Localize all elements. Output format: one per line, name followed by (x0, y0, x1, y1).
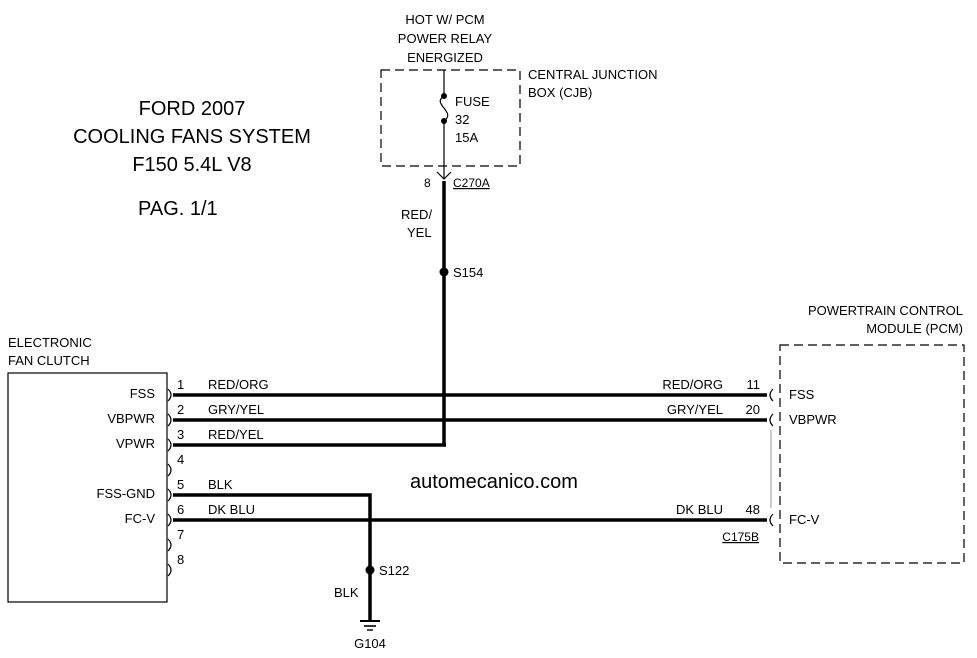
pin-number-4: 4 (177, 452, 184, 467)
wire-blk-fss-gnd (173, 493, 372, 620)
ground-symbol (360, 620, 380, 631)
fan-clutch-connector-7 (167, 538, 172, 552)
fuse-32: FUSE 32 15A (439, 70, 490, 178)
fan-clutch-pin-vpwr: VPWR (116, 436, 155, 451)
pin-number-7: 7 (177, 527, 184, 542)
splice-s154-label: S154 (453, 265, 483, 280)
title-line-1: FORD 2007 (139, 98, 246, 120)
fan-clutch-connector-5 (167, 488, 172, 502)
fuse-label: FUSE (455, 94, 490, 109)
pcm-pin-numbers: 11 20 48 (746, 377, 760, 517)
wire-label-blk-left: BLK (208, 477, 233, 492)
fan-clutch-box (7, 372, 168, 603)
wire-label-red-yel-left: RED/YEL (208, 427, 264, 442)
fan-clutch-connector-3 (167, 438, 172, 452)
ground-wire-color: BLK (334, 585, 359, 600)
pin-number-3: 3 (177, 427, 184, 442)
fan-clutch-connector-6 (167, 513, 172, 527)
pcm-pin-fss: FSS (789, 387, 815, 402)
pin-number-2: 2 (177, 402, 184, 417)
splice-s154 (439, 267, 449, 277)
pcm-label-line-1: POWERTRAIN CONTROL (808, 303, 963, 318)
fan-clutch-pin-fss-gnd: FSS-GND (97, 486, 156, 501)
fan-clutch-pin-fss: FSS (130, 386, 156, 401)
pin-number-5: 5 (177, 477, 184, 492)
fan-clutch-connector-symbols (167, 388, 172, 577)
pcm-connector-11 (769, 388, 774, 402)
pcm-connector-symbols (769, 388, 774, 527)
wire-label-gry-yel-left: GRY/YEL (208, 402, 264, 417)
fan-clutch-pin-numbers: 1 2 3 4 5 6 7 8 (177, 377, 184, 567)
c270a-connector-label: C270A (453, 176, 490, 190)
page-number: PAG. 1/1 (138, 198, 218, 220)
feed-wire-color-2: YEL (407, 225, 432, 240)
fan-clutch-connector-4 (167, 463, 172, 477)
power-source-label: HOT W/ PCM POWER RELAY ENERGIZED (398, 12, 493, 65)
wire-label-dk-blu-left: DK BLU (208, 502, 255, 517)
cjb-box (380, 69, 521, 167)
wire-label-dk-blu-right: DK BLU (676, 502, 723, 517)
fuse-rating: 15A (455, 130, 478, 145)
splice-s122 (365, 565, 375, 575)
feed-wire-color-1: RED/ (401, 207, 432, 222)
pcm-connector-20 (769, 413, 774, 427)
cjb-label-line-1: CENTRAL JUNCTION (528, 67, 658, 82)
fuse-element (439, 95, 449, 122)
pcm-pin-number-48: 48 (746, 502, 760, 517)
pcm-pin-vbpwr: VBPWR (789, 412, 837, 427)
pcm-box (779, 344, 965, 564)
pin-number-1: 1 (177, 377, 184, 392)
fan-clutch-pin-fc-v: FC-V (125, 511, 156, 526)
power-label-line-2: POWER RELAY (398, 31, 493, 46)
splice-s122-label: S122 (379, 563, 409, 578)
fuse-number: 32 (455, 112, 469, 127)
c175b-connector-label: C175B (722, 530, 759, 544)
fan-clutch-connector-1 (167, 388, 172, 402)
pcm-connector-48 (769, 513, 774, 527)
wire-label-red-org-left: RED/ORG (208, 377, 269, 392)
fan-clutch-pin-names: FSS VBPWR VPWR FSS-GND FC-V (97, 386, 156, 526)
c270a-pin-number: 8 (424, 176, 431, 190)
pin-number-8: 8 (177, 552, 184, 567)
power-label-line-3: ENERGIZED (407, 50, 483, 65)
fan-clutch-label-line-2: FAN CLUTCH (8, 353, 90, 368)
fan-clutch-label-line-1: ELECTRONIC (8, 335, 92, 350)
title-block: FORD 2007 COOLING FANS SYSTEM F150 5.4L … (73, 98, 311, 220)
c270a-connector-symbol (436, 171, 452, 180)
wire-color-labels-right: RED/ORG GRY/YEL DK BLU (662, 377, 723, 517)
watermark: automecanico.com (410, 471, 578, 493)
wire-label-red-org-right: RED/ORG (662, 377, 723, 392)
fan-clutch-pin-vbpwr: VBPWR (107, 411, 155, 426)
fan-clutch-connector-8 (167, 563, 172, 577)
pcm-pin-number-20: 20 (746, 402, 760, 417)
pcm-pin-fc-v: FC-V (789, 512, 820, 527)
ground-g104-label: G104 (354, 636, 386, 651)
cjb-label-line-2: BOX (CJB) (528, 85, 592, 100)
title-line-2: COOLING FANS SYSTEM (73, 126, 311, 148)
wire-label-gry-yel-right: GRY/YEL (667, 402, 723, 417)
pcm-pin-number-11: 11 (747, 377, 761, 392)
wire-color-labels-left: RED/ORG GRY/YEL RED/YEL BLK DK BLU (208, 377, 269, 517)
title-line-3: F150 5.4L V8 (132, 154, 251, 176)
fan-clutch-connector-2 (167, 413, 172, 427)
pcm-label-line-2: MODULE (PCM) (866, 321, 963, 336)
pcm-pin-names: FSS VBPWR FC-V (789, 387, 837, 527)
pin-number-6: 6 (177, 502, 184, 517)
power-label-line-1: HOT W/ PCM (405, 12, 484, 27)
